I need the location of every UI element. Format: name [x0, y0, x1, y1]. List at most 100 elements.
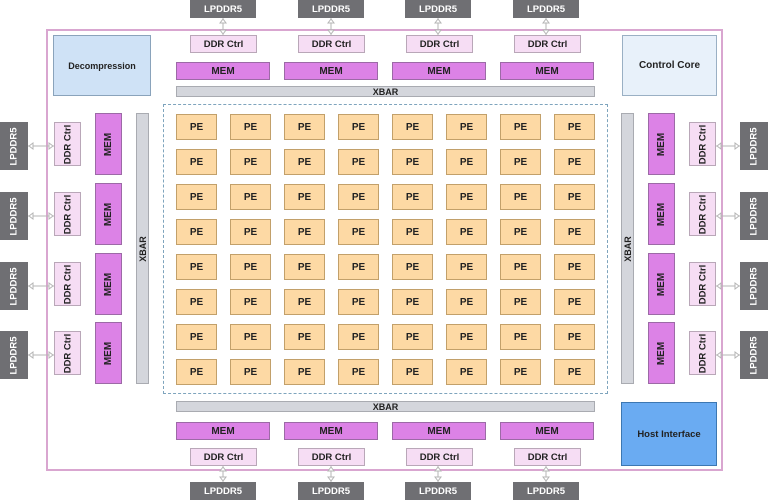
- ddr-ctrl-bottom-2: DDR Ctrl: [298, 448, 365, 466]
- pe-cell: PE: [338, 324, 379, 350]
- mem-bottom-1: MEM: [176, 422, 270, 440]
- pe-cell: PE: [500, 184, 541, 210]
- ddr-ctrl-top-3: DDR Ctrl: [406, 35, 473, 53]
- pe-cell: PE: [500, 114, 541, 140]
- pe-cell: PE: [284, 359, 325, 385]
- lpddr-left-2: LPDDR5: [0, 192, 28, 240]
- arrowhead: [219, 18, 227, 24]
- ddr-ctrl-right-3: DDR Ctrl: [689, 262, 716, 306]
- lpddr-top-4: LPDDR5: [513, 0, 579, 18]
- pe-cell: PE: [338, 149, 379, 175]
- ddr-ctrl-bottom-4: DDR Ctrl: [514, 448, 581, 466]
- lpddr-left-3: LPDDR5: [0, 262, 28, 310]
- lpddr-right-3: LPDDR5: [740, 262, 768, 310]
- pe-cell: PE: [230, 149, 271, 175]
- pe-cell: PE: [446, 254, 487, 280]
- pe-cell: PE: [338, 184, 379, 210]
- mem-top-2: MEM: [284, 62, 378, 80]
- ddr-ctrl-bottom-1: DDR Ctrl: [190, 448, 257, 466]
- pe-cell: PE: [338, 114, 379, 140]
- arrowhead: [734, 282, 740, 290]
- pe-cell: PE: [338, 219, 379, 245]
- lpddr-top-3: LPDDR5: [405, 0, 471, 18]
- pe-cell: PE: [338, 254, 379, 280]
- lpddr-left-1: LPDDR5: [0, 122, 28, 170]
- lpddr-left-4: LPDDR5: [0, 331, 28, 379]
- mem-left-4: MEM: [95, 322, 122, 384]
- pe-cell: PE: [230, 219, 271, 245]
- ddr-ctrl-right-4: DDR Ctrl: [689, 331, 716, 375]
- pe-cell: PE: [284, 324, 325, 350]
- ddr-ctrl-right-1: DDR Ctrl: [689, 122, 716, 166]
- pe-cell: PE: [176, 149, 217, 175]
- pe-cell: PE: [338, 289, 379, 315]
- pe-cell: PE: [284, 149, 325, 175]
- pe-cell: PE: [284, 254, 325, 280]
- pe-cell: PE: [176, 219, 217, 245]
- ddr-ctrl-right-2: DDR Ctrl: [689, 192, 716, 236]
- xbar-top: XBAR: [176, 86, 595, 97]
- mem-top-4: MEM: [500, 62, 594, 80]
- ddr-ctrl-left-2: DDR Ctrl: [54, 192, 81, 236]
- mem-top-1: MEM: [176, 62, 270, 80]
- mem-right-2: MEM: [648, 183, 675, 245]
- pe-cell: PE: [446, 219, 487, 245]
- decompression-block: Decompression: [53, 35, 151, 96]
- xbar-bottom: XBAR: [176, 401, 595, 412]
- lpddr-bottom-1: LPDDR5: [190, 482, 256, 500]
- pe-cell: PE: [176, 114, 217, 140]
- pe-cell: PE: [554, 324, 595, 350]
- arrowhead: [434, 476, 442, 482]
- mem-right-1: MEM: [648, 113, 675, 175]
- pe-cell: PE: [446, 289, 487, 315]
- xbar-left: XBAR: [136, 113, 149, 384]
- pe-cell: PE: [554, 359, 595, 385]
- pe-cell: PE: [554, 184, 595, 210]
- arrowhead: [434, 18, 442, 24]
- pe-cell: PE: [500, 219, 541, 245]
- lpddr-right-2: LPDDR5: [740, 192, 768, 240]
- pe-cell: PE: [500, 289, 541, 315]
- pe-cell: PE: [446, 359, 487, 385]
- mem-left-1: MEM: [95, 113, 122, 175]
- pe-cell: PE: [284, 184, 325, 210]
- pe-cell: PE: [500, 254, 541, 280]
- arrowhead: [734, 142, 740, 150]
- arrowhead: [28, 351, 34, 359]
- xbar-right: XBAR: [621, 113, 634, 384]
- mem-left-3: MEM: [95, 253, 122, 315]
- pe-cell: PE: [554, 289, 595, 315]
- mem-right-3: MEM: [648, 253, 675, 315]
- ddr-ctrl-left-3: DDR Ctrl: [54, 262, 81, 306]
- ddr-ctrl-top-4: DDR Ctrl: [514, 35, 581, 53]
- pe-cell: PE: [554, 219, 595, 245]
- pe-cell: PE: [176, 324, 217, 350]
- lpddr-bottom-4: LPDDR5: [513, 482, 579, 500]
- pe-cell: PE: [392, 114, 433, 140]
- pe-cell: PE: [230, 254, 271, 280]
- pe-cell: PE: [500, 149, 541, 175]
- pe-cell: PE: [230, 184, 271, 210]
- mem-top-3: MEM: [392, 62, 486, 80]
- pe-array-region: [163, 104, 608, 394]
- arrowhead: [542, 476, 550, 482]
- arrowhead: [219, 476, 227, 482]
- mem-bottom-4: MEM: [500, 422, 594, 440]
- pe-cell: PE: [554, 149, 595, 175]
- pe-cell: PE: [500, 359, 541, 385]
- pe-cell: PE: [230, 324, 271, 350]
- chip-boundary: [46, 29, 723, 471]
- pe-cell: PE: [554, 254, 595, 280]
- pe-cell: PE: [176, 184, 217, 210]
- pe-cell: PE: [446, 184, 487, 210]
- lpddr-top-1: LPDDR5: [190, 0, 256, 18]
- pe-cell: PE: [284, 114, 325, 140]
- pe-cell: PE: [230, 114, 271, 140]
- host-interface-block: Host Interface: [621, 402, 717, 466]
- pe-cell: PE: [392, 149, 433, 175]
- pe-cell: PE: [284, 219, 325, 245]
- arrowhead: [327, 476, 335, 482]
- pe-cell: PE: [284, 289, 325, 315]
- ddr-ctrl-left-4: DDR Ctrl: [54, 331, 81, 375]
- ddr-ctrl-bottom-3: DDR Ctrl: [406, 448, 473, 466]
